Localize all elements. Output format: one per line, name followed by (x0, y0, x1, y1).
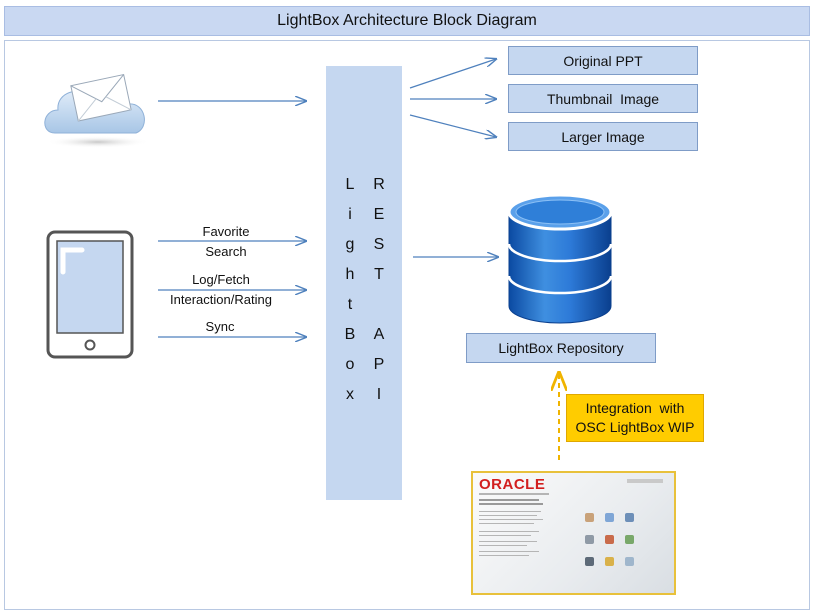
database-icon (507, 193, 613, 324)
diagram-title-text: LightBox Architecture Block Diagram (277, 12, 537, 29)
output-label: Larger Image (561, 128, 645, 145)
output-original-ppt: Original PPT (508, 46, 698, 75)
output-label: Original PPT (563, 52, 643, 69)
output-larger-image: Larger Image (508, 122, 698, 151)
api-label-lightbox: L i g h t B o x (343, 170, 357, 410)
label-log-fetch: Log/Fetch (192, 272, 250, 287)
api-letter: t (347, 296, 353, 313)
api-label-rest-api: R E S T A P I (372, 170, 386, 410)
repository-box: LightBox Repository (466, 333, 656, 363)
arrow-to-original-ppt (409, 59, 496, 89)
api-letter: o (345, 356, 355, 373)
output-label: Thumbnail Image (546, 90, 660, 107)
email-cloud-icon (44, 73, 150, 148)
api-letter: i (348, 206, 352, 223)
lightbox-rest-api-block: L i g h t B o x R E S T A P I (326, 66, 402, 500)
api-letter: g (345, 236, 355, 253)
api-letter (372, 290, 386, 320)
api-letter: I (376, 386, 382, 403)
api-letter: E (373, 206, 385, 223)
label-sync: Sync (205, 319, 235, 334)
label-favorite: Favorite (202, 224, 250, 239)
api-letter: R (373, 176, 385, 193)
integration-note-line2: OSC LightBox WIP (575, 419, 695, 435)
api-letter: x (346, 386, 354, 403)
api-letter: L (345, 176, 355, 193)
integration-note-line1: Integration with (585, 400, 685, 416)
api-letter: B (344, 326, 356, 343)
label-interaction-rating: Interaction/Rating (170, 292, 272, 307)
arrow-to-larger-image (409, 114, 496, 137)
oracle-screenshot: ORACLE (471, 471, 676, 595)
api-letter: A (373, 326, 385, 343)
oracle-logo: ORACLE (479, 476, 546, 493)
label-search: Search (205, 244, 247, 259)
api-letter: S (373, 236, 385, 253)
api-letter: T (374, 266, 384, 283)
integration-note: Integration with OSC LightBox WIP (566, 394, 704, 442)
diagram-title: LightBox Architecture Block Diagram (4, 6, 810, 36)
api-letter: h (345, 266, 355, 283)
api-letter: P (373, 356, 385, 373)
output-thumbnail-image: Thumbnail Image (508, 84, 698, 113)
repository-label: LightBox Repository (498, 340, 624, 356)
tablet-icon (46, 230, 134, 359)
